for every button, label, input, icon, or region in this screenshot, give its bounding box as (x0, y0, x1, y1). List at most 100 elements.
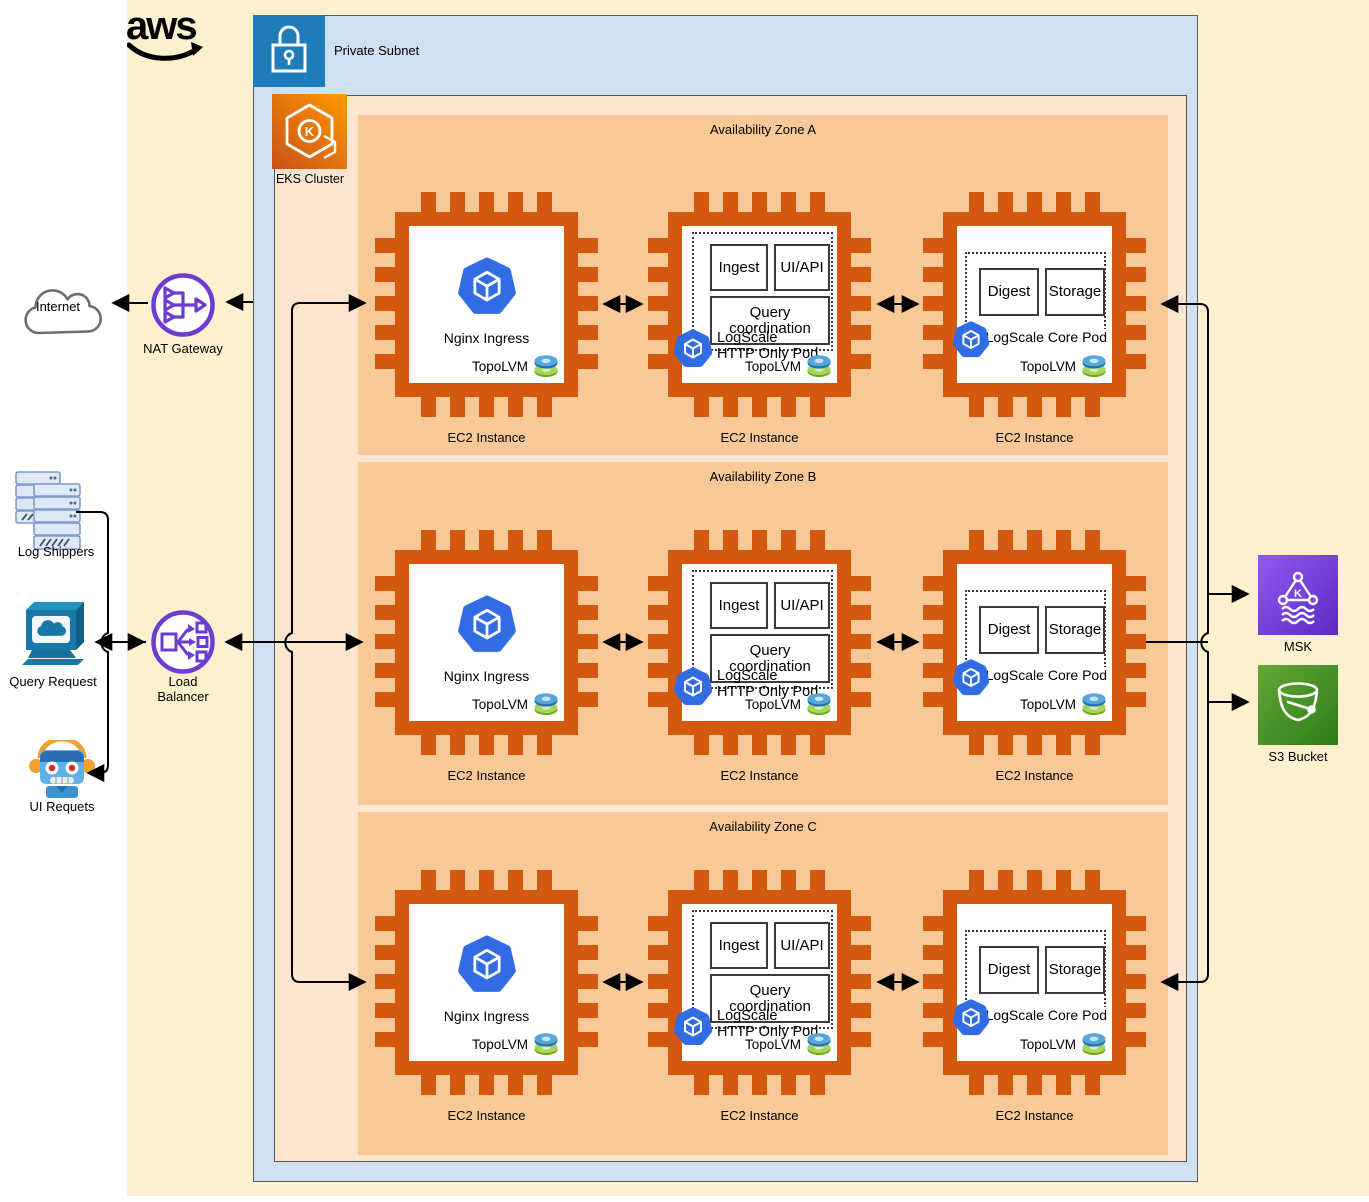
ec2-chip-corepod-a: Digest Storage LogScale Core Pod TopoLVM (923, 192, 1146, 417)
zone-c-title: Availability Zone C (709, 819, 817, 834)
svg-text:K: K (305, 124, 315, 139)
logscale-core-pod-label: LogScale Core Pod (982, 667, 1110, 683)
private-subnet-lock-icon (253, 15, 325, 87)
storage-box: Storage (1045, 606, 1105, 654)
eks-cluster-icon: K (272, 94, 347, 169)
load-balancer-icon (151, 610, 215, 674)
logscale-http-pod-frame: Ingest UI/API Query coordination LogScal… (692, 570, 833, 689)
topolvm-label: TopoLVM (472, 354, 560, 378)
logscale-core-pod-label: LogScale Core Pod (982, 1007, 1110, 1023)
private-subnet-label: Private Subnet (334, 43, 420, 58)
kubernetes-pod-icon (951, 658, 991, 698)
ui-api-box: UI/API (774, 244, 830, 291)
disk-icon (532, 1032, 560, 1056)
internet-label: Internet (35, 299, 81, 314)
ec2-chip-corepod-b: Digest Storage LogScale Core Pod TopoLVM (923, 530, 1146, 755)
ingest-box: Ingest (710, 244, 768, 291)
ec2-chip-nginx-b: Nginx Ingress TopoLVM (375, 530, 598, 755)
disk-icon (1080, 692, 1108, 716)
ec2-instance-label: EC2 Instance (720, 1108, 799, 1123)
disk-icon (805, 692, 833, 716)
logscale-http-pod-frame: Ingest UI/API Query coordination LogScal… (692, 232, 833, 351)
nat-gateway-icon (151, 273, 215, 337)
eks-cluster-label: EKS Cluster (275, 172, 345, 186)
nginx-ingress-label: Nginx Ingress (443, 330, 530, 346)
disk-icon (805, 1032, 833, 1056)
topolvm-label: TopoLVM (745, 1032, 833, 1056)
ec2-instance-label: EC2 Instance (720, 768, 799, 783)
ui-requests-robot-icon (29, 740, 95, 798)
topolvm-label: TopoLVM (745, 354, 833, 378)
ui-api-box: UI/API (774, 922, 830, 969)
ec2-instance-label: EC2 Instance (995, 430, 1074, 445)
load-balancer-label: Load Balancer (157, 674, 209, 704)
internet-cloud-icon (24, 289, 102, 335)
query-request-label: Query Request (9, 674, 97, 689)
digest-box: Digest (979, 946, 1039, 994)
ingest-box: Ingest (710, 582, 768, 629)
ec2-instance-label: EC2 Instance (720, 430, 799, 445)
kubernetes-pod-icon (672, 666, 714, 708)
logscale-core-pod-frame: Digest Storage LogScale Core Pod (965, 252, 1110, 338)
kubernetes-pod-icon (672, 1006, 714, 1048)
ec2-instance-label: EC2 Instance (995, 1108, 1074, 1123)
nat-gateway-label: NAT Gateway (143, 341, 223, 356)
ec2-chip-corepod-c: Digest Storage LogScale Core Pod TopoLVM (923, 870, 1146, 1095)
ec2-chip-httppod-a: Ingest UI/API Query coordination LogScal… (648, 192, 871, 417)
kubernetes-pod-icon (951, 320, 991, 360)
disk-icon (532, 354, 560, 378)
svg-text:K: K (1294, 588, 1302, 600)
disk-icon (805, 354, 833, 378)
log-shippers-label: Log Shippers (17, 544, 95, 559)
zone-a-title: Availability Zone A (710, 122, 816, 137)
log-shippers-icon (15, 471, 81, 550)
ec2-chip-nginx-c: Nginx Ingress TopoLVM (375, 870, 598, 1095)
query-coordination-box: Query coordination (710, 974, 830, 1023)
kubernetes-pod-icon (951, 998, 991, 1038)
digest-box: Digest (979, 268, 1039, 316)
ingest-box: Ingest (710, 922, 768, 969)
ec2-instance-label: EC2 Instance (447, 1108, 526, 1123)
logscale-http-pod-frame: Ingest UI/API Query coordination LogScal… (692, 910, 833, 1029)
topolvm-label: TopoLVM (1020, 692, 1108, 716)
query-coordination-box: Query coordination (710, 296, 830, 345)
disk-icon (1080, 354, 1108, 378)
kubernetes-pod-icon (672, 328, 714, 370)
kubernetes-icon (454, 592, 520, 658)
ui-api-box: UI/API (774, 582, 830, 629)
ec2-instance-label: EC2 Instance (447, 430, 526, 445)
kubernetes-icon (454, 932, 520, 998)
disk-icon (1080, 1032, 1108, 1056)
topolvm-label: TopoLVM (472, 1032, 560, 1056)
ec2-chip-httppod-b: Ingest UI/API Query coordination LogScal… (648, 530, 871, 755)
msk-icon: K (1258, 555, 1338, 635)
s3-bucket-icon (1258, 665, 1338, 745)
ec2-chip-httppod-c: Ingest UI/API Query coordination LogScal… (648, 870, 871, 1095)
logscale-core-pod-frame: Digest Storage LogScale Core Pod (965, 930, 1110, 1016)
ec2-instance-label: EC2 Instance (995, 768, 1074, 783)
storage-box: Storage (1045, 268, 1105, 316)
topolvm-label: TopoLVM (1020, 1032, 1108, 1056)
disk-icon (532, 692, 560, 716)
nginx-ingress-label: Nginx Ingress (443, 1008, 530, 1024)
storage-box: Storage (1045, 946, 1105, 994)
digest-box: Digest (979, 606, 1039, 654)
ui-requests-label: UI Requets (29, 799, 95, 814)
topolvm-label: TopoLVM (1020, 354, 1108, 378)
ec2-instance-label: EC2 Instance (447, 768, 526, 783)
topolvm-label: TopoLVM (472, 692, 560, 716)
query-request-icon (22, 602, 84, 665)
aws-logo: aws (126, 4, 198, 48)
aws-smile-icon (127, 42, 203, 61)
nginx-ingress-label: Nginx Ingress (443, 668, 530, 684)
logscale-core-pod-frame: Digest Storage LogScale Core Pod (965, 590, 1110, 676)
query-coordination-box: Query coordination (710, 634, 830, 683)
zone-b-title: Availability Zone B (709, 469, 817, 484)
msk-label: MSK (1283, 639, 1313, 654)
logscale-core-pod-label: LogScale Core Pod (982, 329, 1110, 345)
ec2-chip-nginx-a: Nginx Ingress TopoLVM (375, 192, 598, 417)
kubernetes-icon (454, 254, 520, 320)
